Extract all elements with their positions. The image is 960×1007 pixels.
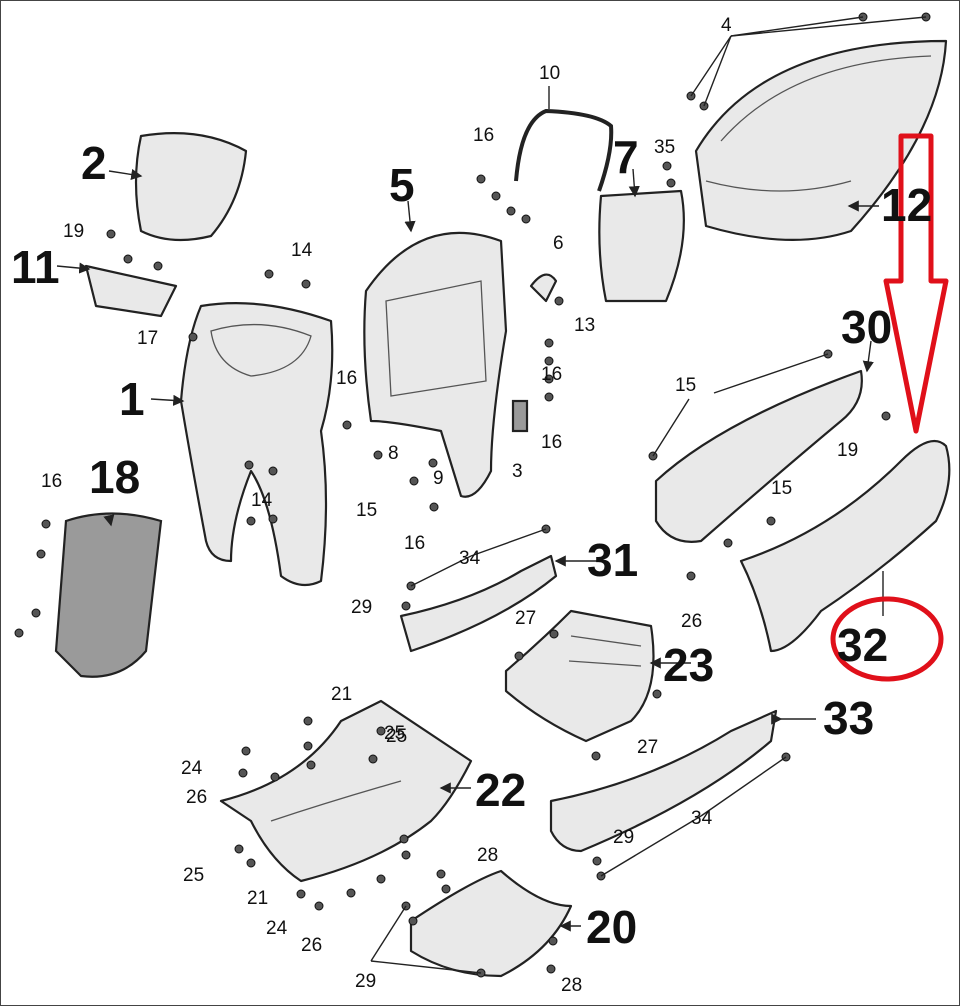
part-5-shape <box>363 231 508 498</box>
callout-label-25: 25 <box>386 726 407 747</box>
highlight-arrow <box>883 133 949 434</box>
callout-label-4: 4 <box>721 15 732 36</box>
callout-label-34: 34 <box>459 548 481 569</box>
callout-label-8: 8 <box>388 443 399 464</box>
callout-label-24: 24 <box>266 918 288 939</box>
callout-label-32: 32 <box>837 619 888 671</box>
part-6-shape <box>529 273 558 303</box>
part-33-shape <box>549 709 778 853</box>
callout-label-25: 25 <box>384 723 405 744</box>
callout-label-16: 16 <box>473 125 494 146</box>
callout-label-20: 20 <box>586 901 637 953</box>
highlight-circle <box>830 596 944 682</box>
callout-label-15: 15 <box>675 375 696 396</box>
callout-label-9: 9 <box>433 468 444 489</box>
callout-label-28: 28 <box>561 975 582 996</box>
callout-label-24: 24 <box>181 758 203 779</box>
part-30-shape <box>654 369 863 543</box>
callout-label-25: 25 <box>183 865 204 886</box>
callout-label-29: 29 <box>613 827 634 848</box>
part-31-shape <box>399 554 558 653</box>
callout-label-13: 13 <box>574 315 595 336</box>
callout-label-26: 26 <box>301 935 322 956</box>
callout-label-16: 16 <box>541 432 562 453</box>
callout-label-16: 16 <box>404 533 425 554</box>
callout-label-16: 16 <box>541 364 562 385</box>
part-23-shape <box>504 609 655 743</box>
callout-label-26: 26 <box>681 611 702 632</box>
callout-label-10: 10 <box>539 63 560 84</box>
callout-label-17: 17 <box>137 328 158 349</box>
callout-label-31: 31 <box>587 534 638 586</box>
callout-label-27: 27 <box>515 608 536 629</box>
callout-label-27: 27 <box>637 737 658 758</box>
callout-label-5: 5 <box>389 159 415 211</box>
callout-label-12: 12 <box>881 179 932 231</box>
callout-label-21: 21 <box>247 888 268 909</box>
callout-label-33: 33 <box>823 692 874 744</box>
part-10-shape <box>514 108 614 192</box>
part-22-shape <box>219 699 473 883</box>
part-11-shape <box>84 264 178 318</box>
part-1-shape <box>179 302 334 587</box>
callout-label-19: 19 <box>837 440 858 461</box>
callout-label-30: 30 <box>841 301 892 353</box>
part-32-shape <box>739 439 951 653</box>
callout-label-34: 34 <box>691 808 713 829</box>
callout-label-23: 23 <box>663 639 714 691</box>
callout-label-15: 15 <box>356 500 377 521</box>
part-2-shape <box>134 132 248 242</box>
callout-label-29: 29 <box>351 597 372 618</box>
callout-label-14: 14 <box>291 240 313 261</box>
part-18-shape <box>54 512 163 678</box>
callout-label-2: 2 <box>81 137 107 189</box>
callout-label-1: 1 <box>119 373 145 425</box>
callout-label-16: 16 <box>41 471 62 492</box>
callout-label-22: 22 <box>475 764 526 816</box>
callout-label-35: 35 <box>654 137 675 158</box>
part-7-shape <box>598 189 685 303</box>
callout-label-19: 19 <box>63 221 84 242</box>
leader-lines <box>56 16 927 974</box>
part-3-shape <box>511 399 529 433</box>
callout-label-21: 21 <box>331 684 352 705</box>
callout-label-7: 7 <box>613 131 639 183</box>
callout-label-3: 3 <box>512 461 523 482</box>
callout-label-26: 26 <box>186 787 207 808</box>
callout-label-15: 15 <box>771 478 792 499</box>
callout-label-18: 18 <box>89 451 140 503</box>
part-20-shape <box>409 869 573 978</box>
hardware-group <box>14 12 931 978</box>
callout-label-11: 11 <box>11 241 60 293</box>
callout-label-6: 6 <box>553 233 564 254</box>
callout-label-28: 28 <box>477 845 498 866</box>
callout-label-29: 29 <box>355 971 376 992</box>
callout-label-16: 16 <box>336 368 357 389</box>
callout-label-14: 14 <box>251 490 273 511</box>
